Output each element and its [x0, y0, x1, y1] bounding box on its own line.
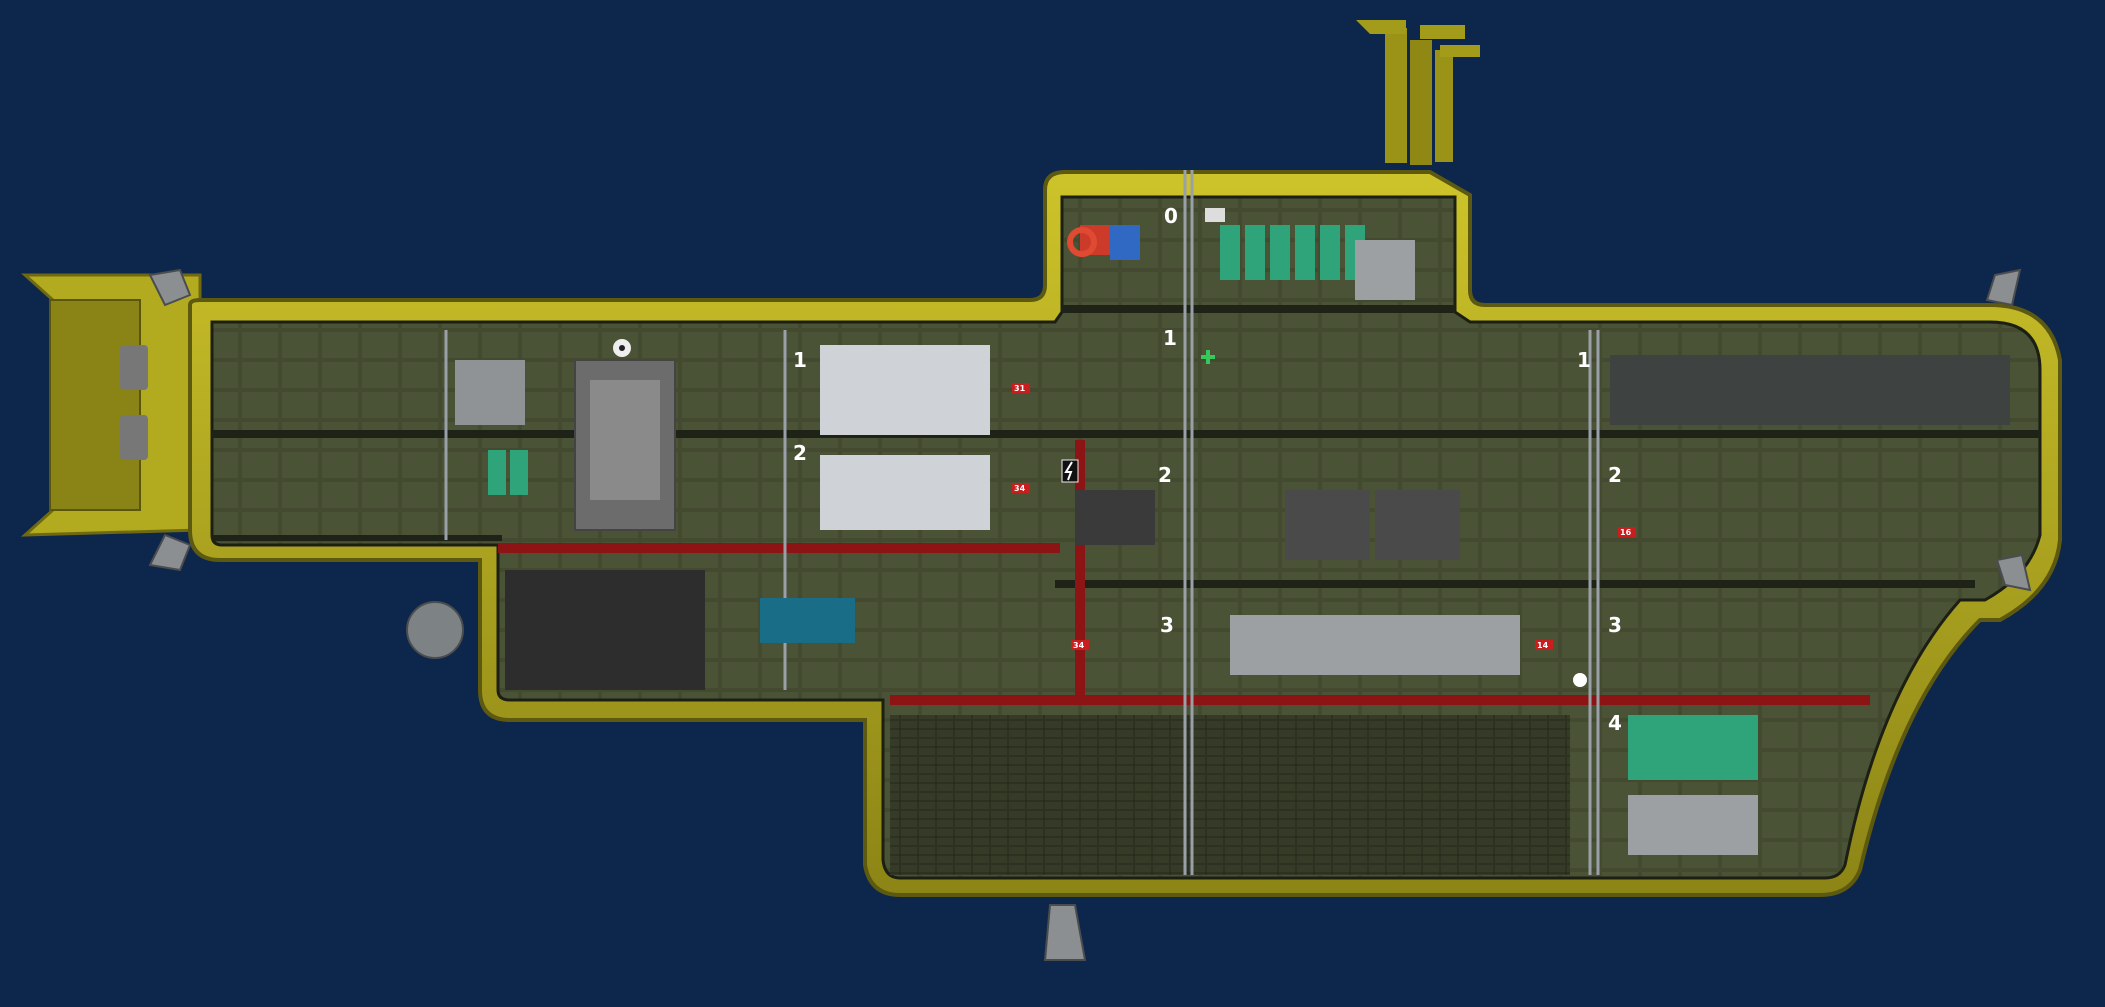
- deck-label-aft-4: 4: [1608, 711, 1622, 735]
- ladders: [444, 170, 1600, 875]
- exhaust-pipes: [1356, 20, 1480, 165]
- deck-labels: 0 1 2 1 2 3 1 2 3 4: [793, 204, 1622, 735]
- monitor-icon: [1205, 208, 1225, 222]
- skull-icon: [1573, 673, 1587, 687]
- deck-label-aft-1: 1: [1577, 348, 1591, 372]
- radiation-icon: [613, 339, 631, 357]
- pipe-network: [498, 440, 1870, 705]
- lifebuoy-icon: [1067, 227, 1097, 257]
- room-sign: 16: [1620, 528, 1632, 537]
- room-sign: 34: [1073, 641, 1085, 650]
- equipment-blocks: [455, 225, 2010, 855]
- deck-label-mid-1: 1: [1163, 326, 1177, 350]
- room-sign: 14: [1537, 641, 1549, 650]
- deck-label-mid-3: 3: [1160, 613, 1174, 637]
- medical-cross-icon: [1201, 350, 1215, 364]
- electric-icon: [1061, 459, 1079, 483]
- deck-label-bow-1: 1: [793, 348, 807, 372]
- deck-label-bridge-0: 0: [1164, 204, 1178, 228]
- room-sign: 34: [1014, 484, 1026, 493]
- stern-propeller: [20, 273, 202, 537]
- deck-label-aft-2: 2: [1608, 463, 1622, 487]
- external-turrets: [148, 268, 2032, 961]
- room-sign: 31: [1014, 384, 1026, 393]
- deck-label-bow-2: 2: [793, 441, 807, 465]
- deck-label-mid-2: 2: [1158, 463, 1172, 487]
- room-signs: 31 34 34 14 16: [1012, 383, 1636, 650]
- cargo-hold-floor: [890, 715, 1570, 875]
- deck-label-aft-3: 3: [1608, 613, 1622, 637]
